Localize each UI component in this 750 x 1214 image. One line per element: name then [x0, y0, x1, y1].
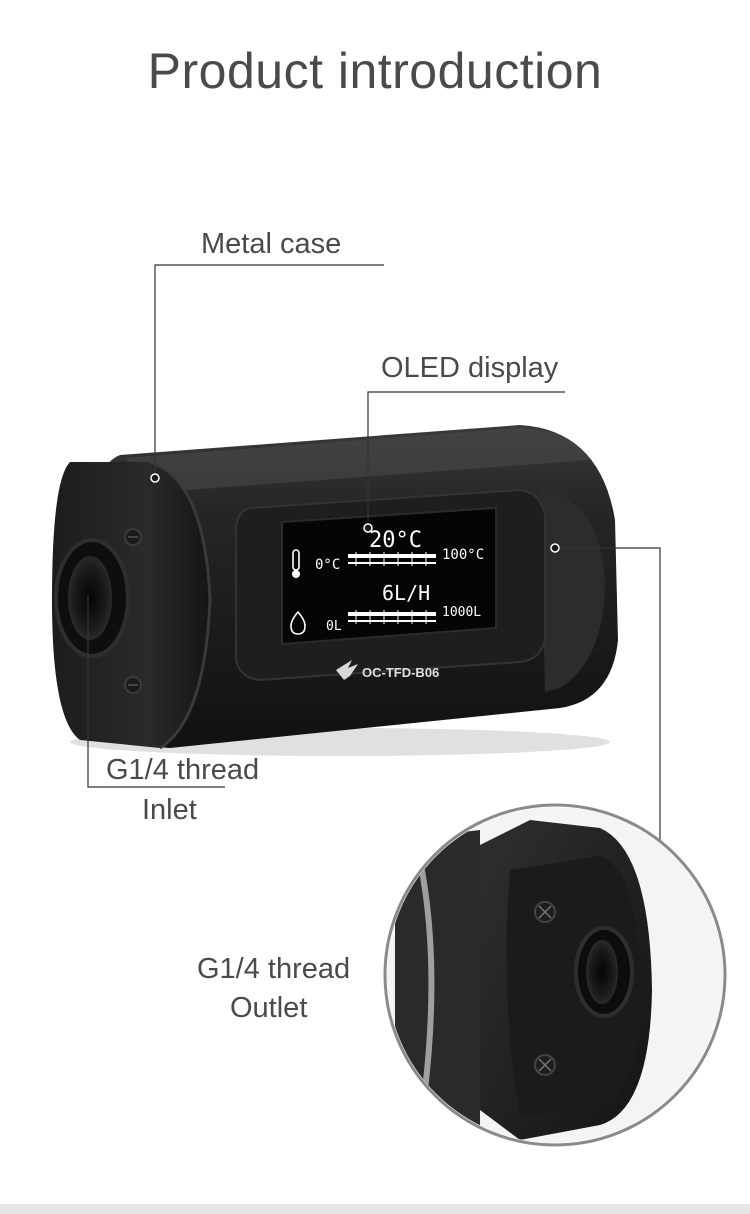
temp-min-label: 0°C [315, 557, 340, 573]
callout-dot [363, 523, 373, 533]
temp-max-label: 100°C [442, 547, 484, 563]
eagle-logo-icon [336, 660, 358, 680]
inlet-label: Inlet [142, 794, 197, 826]
oled-display-label: OLED display [381, 352, 559, 384]
flow-min-label: 0L [326, 619, 342, 634]
model-name: OC-TFD-B06 [362, 665, 439, 680]
water-drop-icon [290, 610, 306, 635]
flow-reading: 6L/H [382, 581, 430, 605]
temperature-scale-bar [348, 552, 436, 566]
thermometer-icon [292, 549, 300, 578]
flow-scale-bar [348, 610, 436, 624]
callout-lines [87, 264, 661, 902]
inlet-thread-label: G1/4 thread [106, 754, 260, 786]
flow-max-label: 1000L [442, 605, 481, 620]
metal-case-label: Metal case [201, 228, 342, 260]
temperature-reading: 20°C [369, 528, 422, 553]
oled-screen: 20°C 0°C 100°C 6L/H 0L [281, 506, 497, 646]
callout-dot [150, 473, 160, 483]
outlet-thread-label: G1/4 thread [197, 953, 351, 985]
footer-divider [0, 1204, 750, 1214]
callout-dot [550, 543, 560, 553]
outlet-label: Outlet [230, 992, 308, 1024]
outlet-zoom-view [383, 803, 727, 1147]
page-title: Product introduction [147, 43, 603, 99]
